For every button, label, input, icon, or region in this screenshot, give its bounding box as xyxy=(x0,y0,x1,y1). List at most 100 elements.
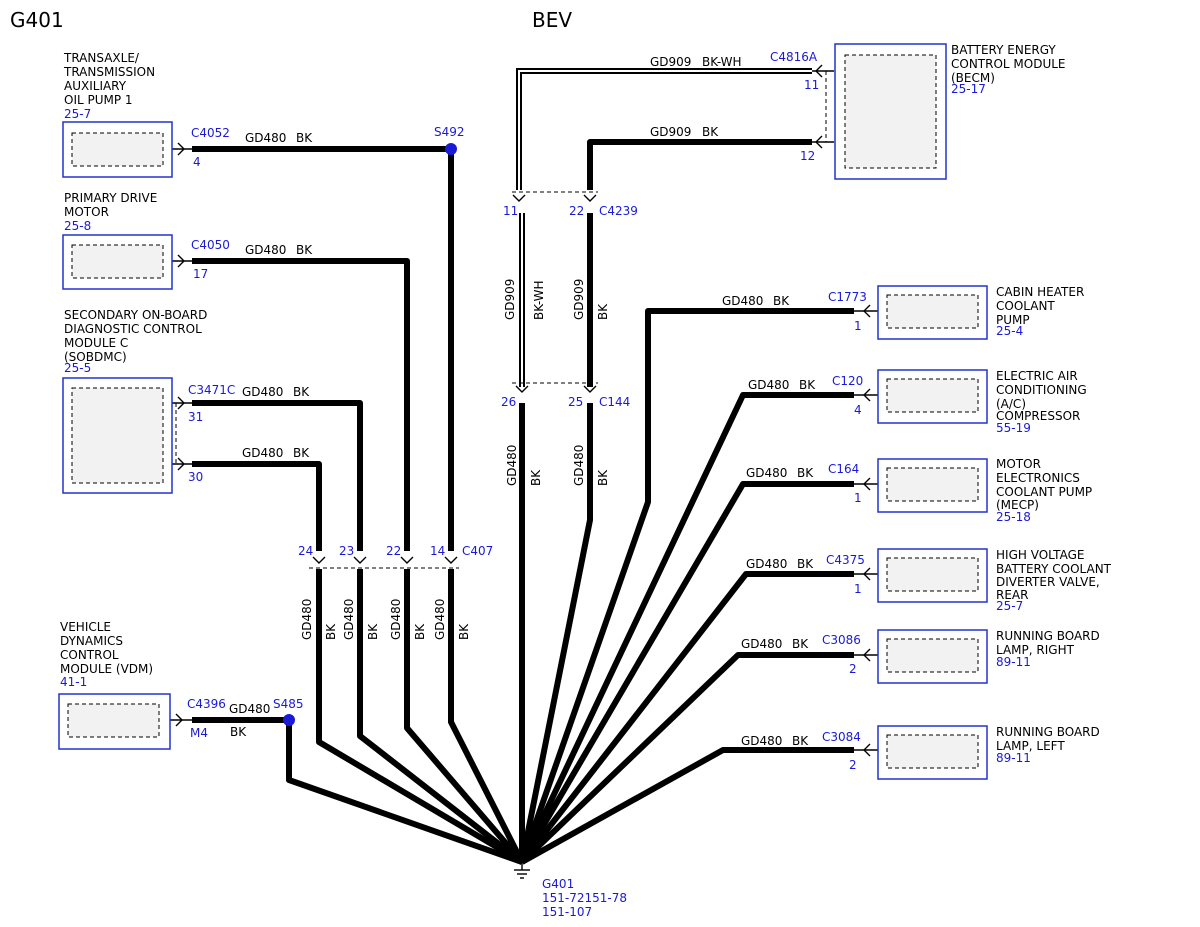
component-oil-pump: TRANSAXLE/ TRANSMISSION AUXILIARY OIL PU… xyxy=(62,51,173,178)
component-running-board-right: RUNNING BOARD LAMP, RIGHT 89-11 xyxy=(877,629,1100,684)
connector-name: C4396 xyxy=(187,697,226,711)
component-label-line: HIGH VOLTAGE xyxy=(996,548,1084,562)
circuit-label: GD480 xyxy=(722,294,763,308)
component-ref: 55-19 xyxy=(996,421,1031,435)
connector-pin: 4 xyxy=(854,403,862,417)
wire-c4375-ground xyxy=(519,571,854,864)
connector-pin: 4 xyxy=(193,155,201,169)
wire-c120-ground xyxy=(519,392,854,864)
color-label: BK xyxy=(366,623,380,640)
connector-name: C3084 xyxy=(822,730,861,744)
color-label: BK xyxy=(413,623,427,640)
component-ref: 25-5 xyxy=(64,361,91,375)
connector-pin: 2 xyxy=(849,758,857,772)
component-label-line: BATTERY COOLANT xyxy=(996,562,1112,576)
wire-c1773-ground xyxy=(519,308,854,863)
component-vdm: VEHICLE DYNAMICS CONTROL MODULE (VDM) 41… xyxy=(58,620,171,750)
component-label-line: (BECM) xyxy=(951,71,995,85)
component-running-board-left: RUNNING BOARD LAMP, LEFT 89-11 xyxy=(877,725,1100,780)
connector-labels: C4052 4 C4050 17 C3471C 31 30 C4396 M4 C… xyxy=(187,50,867,772)
component-label-line: COOLANT PUMP xyxy=(996,485,1092,499)
color-label: BK xyxy=(230,725,247,739)
connector-pin: 1 xyxy=(854,319,862,333)
splice-s485-dot xyxy=(283,714,295,726)
ground-wires xyxy=(286,308,854,865)
ground-symbol-icon xyxy=(514,862,530,879)
component-label-line: (MECP) xyxy=(996,498,1039,512)
component-ref: 25-7 xyxy=(996,599,1023,613)
terminal-chevrons xyxy=(170,64,878,757)
component-primary-motor: PRIMARY DRIVE MOTOR 25-8 xyxy=(62,191,173,290)
circuit-label: GD909 xyxy=(503,279,517,320)
connector-name: C1773 xyxy=(828,290,867,304)
connector-pin: M4 xyxy=(190,726,208,740)
color-label: BK xyxy=(799,378,816,392)
circuit-label: GD480 xyxy=(300,599,314,640)
connector-name: C3471C xyxy=(188,383,235,397)
component-label-line: DIVERTER VALVE, xyxy=(996,575,1100,589)
circuit-label: GD480 xyxy=(389,599,403,640)
wire-labels-horizontal: GD480 BK GD480 BK GD480 BK GD480 BK GD48… xyxy=(229,55,816,748)
color-label: BK xyxy=(296,131,313,145)
component-becm: BATTERY ENERGY CONTROL MODULE (BECM) 25-… xyxy=(834,43,1066,180)
color-label: BK xyxy=(529,469,543,486)
circuit-label: GD480 xyxy=(433,599,447,640)
connector-pin: 23 xyxy=(339,544,354,558)
ground-name: G401 xyxy=(542,877,574,891)
component-label-line: LAMP, LEFT xyxy=(996,739,1065,753)
connector-pin: 14 xyxy=(430,544,445,558)
component-ac-compressor: ELECTRIC AIR CONDITIONING (A/C) COMPRESS… xyxy=(877,369,1087,435)
circuit-label: GD480 xyxy=(505,445,519,486)
color-label: BK xyxy=(773,294,790,308)
component-hv-diverter-valve: HIGH VOLTAGE BATTERY COOLANT DIVERTER VA… xyxy=(877,548,1112,613)
component-label-line: SECONDARY ON-BOARD xyxy=(64,308,207,322)
component-label-line: TRANSAXLE/ xyxy=(63,51,140,65)
component-cabin-heater-pump: CABIN HEATER COOLANT PUMP 25-4 xyxy=(877,285,1084,340)
component-label-line: CONTROL xyxy=(60,648,119,662)
component-label-line: OIL PUMP 1 xyxy=(64,93,133,107)
color-label: BK-WH xyxy=(702,55,742,69)
component-label-line: PRIMARY DRIVE xyxy=(64,191,157,205)
color-label: BK xyxy=(792,734,809,748)
circuit-label: GD480 xyxy=(748,378,789,392)
connector-pin: 25 xyxy=(568,395,583,409)
circuit-label: GD909 xyxy=(572,279,586,320)
color-label: BK xyxy=(797,557,814,571)
wire-vdm-ground xyxy=(286,720,523,865)
color-label: BK xyxy=(596,469,610,486)
connector-pin: 17 xyxy=(193,267,208,281)
component-label-line: COOLANT xyxy=(996,299,1055,313)
component-ref: 25-8 xyxy=(64,219,91,233)
connector-pin: 22 xyxy=(386,544,401,558)
connector-name: C407 xyxy=(462,544,493,558)
component-label-line: TRANSMISSION xyxy=(63,65,155,79)
color-label: BK xyxy=(293,446,310,460)
connector-name: C164 xyxy=(828,462,859,476)
connector-name: C4375 xyxy=(826,553,865,567)
component-label-line: ELECTRONICS xyxy=(996,471,1080,485)
wire-gd909-bk-upper xyxy=(587,139,812,190)
component-label-line: (SOBDMC) xyxy=(64,350,127,364)
connector-dashes xyxy=(175,71,827,569)
component-label-line: AUXILIARY xyxy=(64,79,127,93)
color-label: BK xyxy=(293,385,310,399)
component-label-line: MOTOR xyxy=(64,205,109,219)
wire-c407-22-ground xyxy=(404,569,525,864)
connector-pin: 30 xyxy=(188,470,203,484)
connector-pin: 2 xyxy=(849,662,857,676)
connector-name: C4050 xyxy=(191,238,230,252)
connector-pin: 31 xyxy=(188,410,203,424)
connector-pin: 12 xyxy=(800,149,815,163)
color-label: BK xyxy=(792,637,809,651)
circuit-label: GD909 xyxy=(650,55,691,69)
ground-ref-2: 151-107 xyxy=(542,905,592,919)
component-label-line: LAMP, RIGHT xyxy=(996,643,1075,657)
component-label-line: REAR xyxy=(996,588,1028,602)
circuit-label: GD480 xyxy=(242,446,283,460)
component-ref: 25-4 xyxy=(996,324,1023,338)
circuit-label: GD480 xyxy=(245,131,286,145)
component-ref: 41-1 xyxy=(60,675,87,689)
component-label-line: RUNNING BOARD xyxy=(996,725,1100,739)
circuit-label: GD909 xyxy=(650,125,691,139)
connector-name: C120 xyxy=(832,374,863,388)
